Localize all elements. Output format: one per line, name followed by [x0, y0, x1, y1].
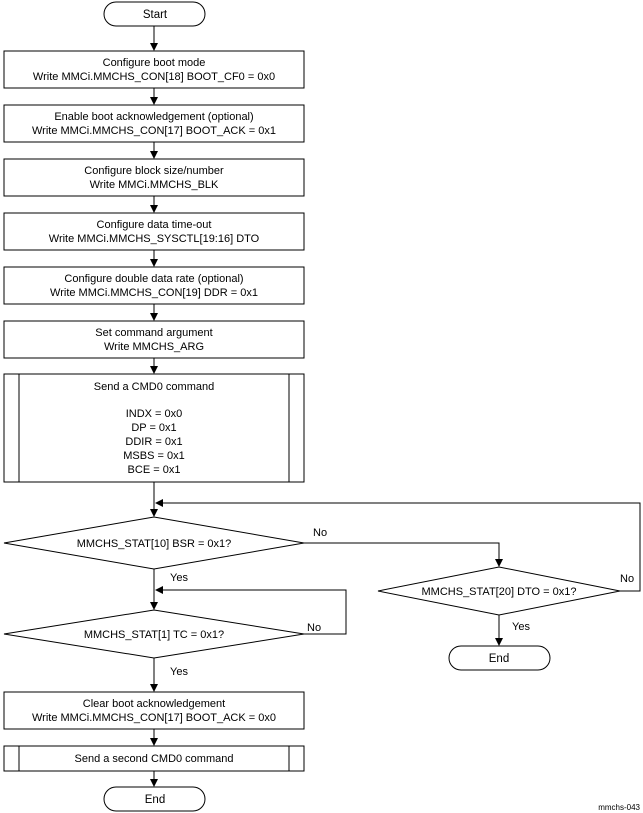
connectors	[150, 26, 641, 787]
tc-no-label: No	[307, 622, 321, 634]
cmd0-param: DP = 0x1	[131, 422, 176, 434]
step-title: Clear boot acknowledgement	[83, 698, 225, 710]
arrow-dto-no-loop	[155, 499, 641, 592]
decision-tc-label: MMCHS_STAT[1] TC = 0x1?	[84, 629, 224, 641]
step-title: Configure double data rate (optional)	[64, 273, 243, 285]
step-title: Set command argument	[95, 327, 212, 339]
arrow-tc-no-loop	[155, 586, 347, 635]
send-second-cmd0-process: Send a second CMD0 command	[3, 745, 305, 772]
decision-bsr-label: MMCHS_STAT[10] BSR = 0x1?	[77, 538, 232, 550]
step-enable-boot-ack: Enable boot acknowledgement (optional) W…	[3, 104, 305, 143]
bsr-yes-label: Yes	[170, 572, 188, 584]
step-configure-boot-mode: Configure boot mode Write MMCi.MMCHS_CON…	[3, 50, 305, 89]
dto-yes-label: Yes	[512, 621, 530, 633]
second-cmd0-label: Send a second CMD0 command	[75, 753, 234, 765]
decision-bsr: MMCHS_STAT[10] BSR = 0x1?	[3, 516, 305, 570]
arrow-bsr-no	[304, 542, 503, 567]
step-detail: Write MMCi.MMCHS_BLK	[90, 179, 219, 191]
end-label: End	[145, 794, 165, 806]
cmd0-title: Send a CMD0 command	[94, 381, 214, 393]
step-detail: Write MMCi.MMCHS_CON[17] BOOT_ACK = 0x0	[32, 712, 276, 724]
step-title: Configure boot mode	[103, 57, 206, 69]
cmd0-param: MSBS = 0x1	[123, 450, 184, 462]
step-set-command-argument: Set command argument Write MMCHS_ARG	[3, 320, 305, 359]
step-configure-data-timeout: Configure data time-out Write MMCi.MMCHS…	[3, 212, 305, 251]
decision-tc: MMCHS_STAT[1] TC = 0x1?	[3, 609, 305, 659]
step-configure-block-size: Configure block size/number Write MMCi.M…	[3, 158, 305, 197]
step-clear-boot-ack: Clear boot acknowledgement Write MMCi.MM…	[3, 691, 305, 730]
end-terminator-timeout: End	[448, 645, 551, 671]
step-title: Configure data time-out	[97, 219, 212, 231]
step-detail: Write MMCi.MMCHS_CON[19] DDR = 0x1	[50, 287, 258, 299]
step-detail: Write MMCi.MMCHS_CON[17] BOOT_ACK = 0x1	[32, 125, 276, 137]
cmd0-param: INDX = 0x0	[126, 408, 183, 420]
cmd0-param: BCE = 0x1	[128, 464, 181, 476]
end-terminator: End	[103, 786, 206, 812]
tc-yes-label: Yes	[170, 666, 188, 678]
step-configure-ddr: Configure double data rate (optional) Wr…	[3, 266, 305, 305]
dto-no-label: No	[620, 573, 634, 585]
bsr-no-label: No	[313, 527, 327, 539]
step-detail: Write MMCHS_ARG	[104, 341, 204, 353]
decision-dto: MMCHS_STAT[20] DTO = 0x1?	[377, 566, 621, 616]
figure-id: mmchs-043	[598, 803, 640, 812]
send-cmd0-process: Send a CMD0 command INDX = 0x0 DP = 0x1 …	[3, 373, 305, 483]
step-detail: Write MMCi.MMCHS_SYSCTL[19:16] DTO	[49, 233, 260, 245]
cmd0-param: DDIR = 0x1	[125, 436, 182, 448]
end-label: End	[489, 653, 509, 665]
step-detail: Write MMCi.MMCHS_CON[18] BOOT_CF0 = 0x0	[33, 71, 275, 83]
start-label: Start	[143, 9, 168, 21]
step-title: Configure block size/number	[84, 165, 224, 177]
step-title: Enable boot acknowledgement (optional)	[54, 111, 253, 123]
start-terminator: Start	[103, 1, 206, 27]
decision-dto-label: MMCHS_STAT[20] DTO = 0x1?	[422, 586, 577, 598]
